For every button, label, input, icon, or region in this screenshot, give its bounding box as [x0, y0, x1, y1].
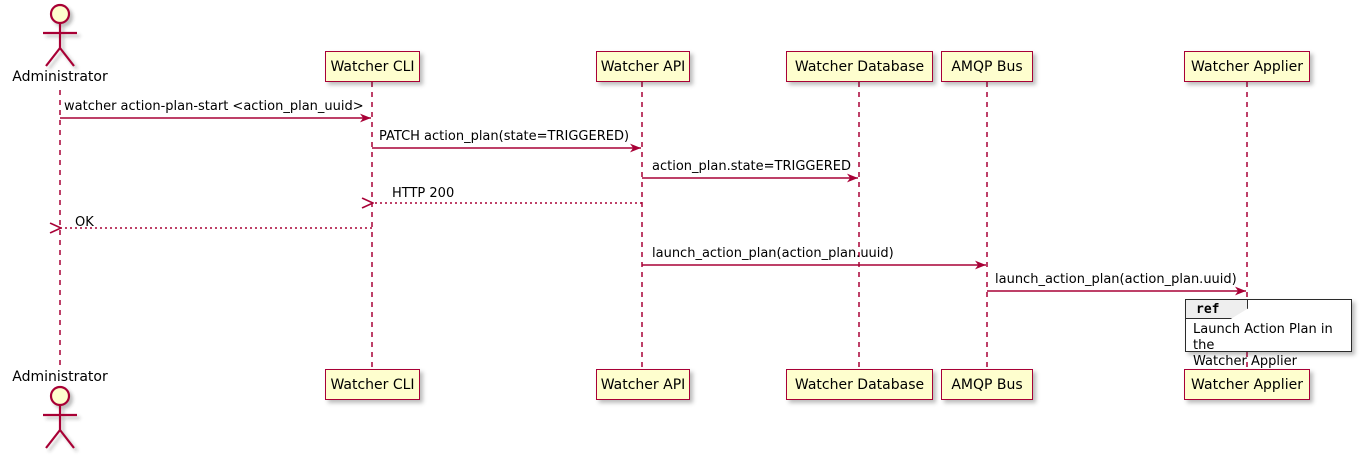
participant-label: Watcher API — [600, 376, 686, 393]
message-arrows-group — [60, 113, 1246, 296]
ref-frame-body: Launch Action Plan in the Watcher Applie… — [1193, 322, 1353, 370]
participant-label: Watcher CLI — [330, 58, 415, 75]
participant-label: Watcher Applier — [1191, 376, 1303, 393]
lifelines-group — [59, 82, 1248, 369]
participant-label: AMQP Bus — [951, 376, 1023, 393]
participant-label: Watcher API — [600, 58, 686, 75]
message-label-6: launch_action_plan(action_plan.uuid) — [652, 246, 894, 261]
participant-label: Watcher Database — [794, 376, 925, 393]
participant-box-amqp-bus-top[interactable]: AMQP Bus — [941, 51, 1033, 82]
actor-leg-left-icon — [45, 429, 61, 449]
message-label-7: launch_action_plan(action_plan.uuid) — [995, 272, 1237, 287]
actor-administrator-bottom — [43, 385, 77, 449]
participant-label: AMQP Bus — [951, 58, 1023, 75]
actor-label-administrator-top: Administrator — [12, 69, 108, 85]
actor-leg-left-icon — [45, 47, 61, 67]
actor-label-administrator-bottom: Administrator — [12, 369, 108, 385]
ref-frame-launch-action-plan[interactable]: ref Launch Action Plan in the Watcher Ap… — [1185, 299, 1352, 369]
ref-frame-body-line1: Launch Action Plan in the — [1193, 322, 1333, 353]
message-label-2: PATCH action_plan(state=TRIGGERED) — [379, 129, 630, 144]
actor-administrator-top — [43, 3, 77, 67]
message-label-3: action_plan.state=TRIGGERED — [652, 159, 851, 174]
actor-leg-right-icon — [59, 47, 75, 67]
message-label-4: HTTP 200 — [392, 186, 455, 201]
participant-box-amqp-bus-bottom[interactable]: AMQP Bus — [941, 369, 1033, 400]
participant-box-watcher-database-top[interactable]: Watcher Database — [786, 51, 933, 82]
actor-leg-right-icon — [59, 429, 75, 449]
participant-box-watcher-applier-top[interactable]: Watcher Applier — [1184, 51, 1310, 82]
participant-box-watcher-cli-bottom[interactable]: Watcher CLI — [325, 369, 420, 400]
participant-box-watcher-database-bottom[interactable]: Watcher Database — [786, 369, 933, 400]
participant-label: Watcher Database — [794, 58, 925, 75]
ref-frame-body-line2: Watcher Applier — [1193, 354, 1297, 369]
participant-label: Watcher CLI — [330, 376, 415, 393]
participant-box-watcher-applier-bottom[interactable]: Watcher Applier — [1184, 369, 1310, 400]
actor-head-icon — [49, 385, 71, 407]
actor-head-icon — [49, 3, 71, 25]
ref-frame-tab-label: ref — [1196, 301, 1220, 317]
participant-box-watcher-api-bottom[interactable]: Watcher API — [596, 369, 690, 400]
participant-label: Watcher Applier — [1191, 58, 1303, 75]
message-label-1: watcher action-plan-start <action_plan_u… — [64, 99, 364, 114]
ref-frame-tab: ref — [1186, 300, 1248, 319]
participant-box-watcher-api-top[interactable]: Watcher API — [596, 51, 690, 82]
message-label-5: OK — [75, 215, 94, 230]
participant-box-watcher-cli-top[interactable]: Watcher CLI — [325, 51, 420, 82]
